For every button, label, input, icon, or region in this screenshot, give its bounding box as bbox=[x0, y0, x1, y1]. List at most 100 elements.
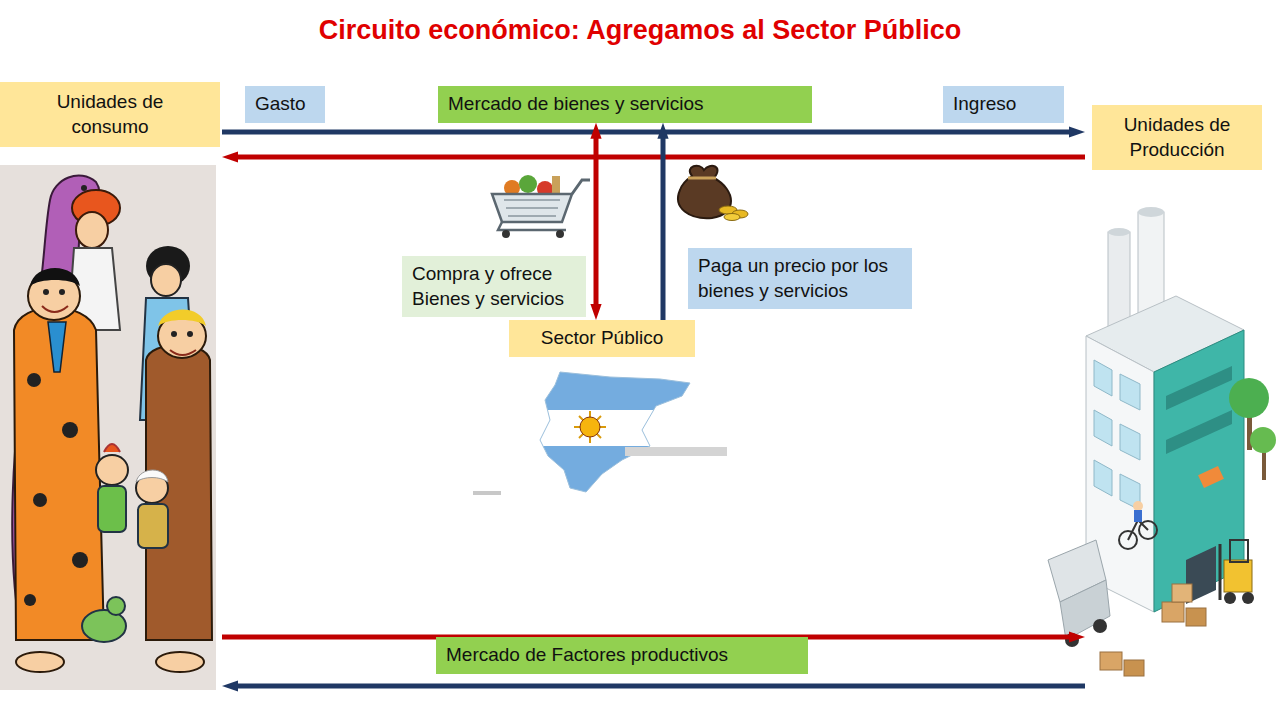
factory-illustration bbox=[1230, 540, 1248, 562]
family-illustration bbox=[72, 552, 88, 568]
factory-illustration bbox=[1262, 450, 1266, 480]
family-illustration bbox=[171, 331, 177, 337]
title-bar: Circuito económico: Agregamos al Sector … bbox=[0, 14, 1280, 48]
family-illustration bbox=[96, 455, 128, 485]
family-illustration bbox=[98, 486, 126, 532]
factory-illustration bbox=[1250, 427, 1276, 453]
factory-illustration bbox=[1166, 366, 1232, 454]
factory-illustration bbox=[1094, 410, 1112, 446]
family-illustration bbox=[107, 597, 125, 615]
factory-illustration bbox=[1219, 544, 1222, 600]
cart-icon bbox=[492, 194, 572, 222]
flow-arrow bbox=[232, 155, 1085, 160]
box-text: Ingreso bbox=[953, 92, 1054, 117]
factory-illustration bbox=[1162, 602, 1184, 622]
argentina-map bbox=[473, 360, 727, 496]
family-illustration bbox=[27, 373, 41, 387]
note-box: Paga un precio por los bienes y servicio… bbox=[688, 248, 912, 309]
cart-icon bbox=[519, 175, 537, 193]
family-illustration bbox=[151, 264, 181, 296]
cart-icon bbox=[552, 176, 560, 194]
factory-illustration bbox=[1108, 228, 1130, 236]
family-illustration bbox=[187, 331, 193, 337]
factory-illustration bbox=[1166, 410, 1232, 454]
flow-arrow bbox=[222, 130, 1075, 135]
argentina-map bbox=[473, 491, 501, 495]
factory-illustration bbox=[1094, 360, 1140, 510]
flow-label-box: Gasto bbox=[245, 86, 325, 123]
family-illustration bbox=[59, 289, 65, 295]
family-illustration bbox=[0, 165, 216, 690]
factory-illustration bbox=[1166, 366, 1232, 410]
box-text: Mercado de Factores productivos bbox=[446, 643, 798, 668]
argentina-map bbox=[579, 416, 601, 438]
box-text: Mercado de bienes y servicios bbox=[448, 92, 802, 117]
factory-illustration bbox=[1124, 660, 1144, 676]
factory-illustration bbox=[1128, 520, 1148, 540]
flow-label-box: Ingreso bbox=[943, 86, 1064, 123]
family-illustration bbox=[43, 289, 49, 295]
money-bag-icon bbox=[724, 214, 740, 221]
family-illustration bbox=[76, 212, 108, 248]
factory-illustration bbox=[1048, 207, 1276, 676]
flow-arrow bbox=[594, 133, 599, 310]
family-illustration bbox=[0, 165, 216, 690]
argentina-map bbox=[540, 372, 690, 492]
flow-arrow bbox=[661, 133, 666, 320]
factory-illustration bbox=[1133, 501, 1143, 511]
argentina-map bbox=[574, 411, 606, 443]
connector-group bbox=[222, 132, 1085, 686]
cart-icon bbox=[556, 230, 564, 238]
box-text: Unidades de consumo bbox=[0, 82, 220, 147]
box-text: Sector Público bbox=[519, 326, 685, 351]
factory-illustration bbox=[1120, 374, 1140, 410]
family-illustration bbox=[14, 308, 104, 641]
family-illustration bbox=[138, 504, 168, 548]
family-illustration bbox=[42, 306, 68, 312]
factory-illustration bbox=[1094, 460, 1112, 496]
box-text: Gasto bbox=[255, 92, 315, 117]
market-box: Mercado de Factores productivos bbox=[436, 637, 808, 674]
public-sector-box: Sector Público bbox=[509, 320, 695, 357]
consumer-units: Unidades de consumo bbox=[0, 82, 222, 690]
market-box: Mercado de bienes y servicios bbox=[438, 86, 812, 123]
argentina-map bbox=[580, 417, 600, 437]
family-illustration bbox=[24, 594, 36, 606]
money-bag-icon bbox=[678, 166, 748, 221]
cart-icon bbox=[498, 222, 566, 230]
family-illustration bbox=[158, 310, 206, 327]
family-illustration bbox=[170, 350, 196, 355]
note-box: Compra y ofrece Bienes y servicios bbox=[402, 256, 586, 317]
factory-illustration bbox=[1093, 619, 1107, 633]
box-text: Paga un precio por los bienes y servicio… bbox=[698, 254, 902, 303]
factory-illustration bbox=[1134, 510, 1142, 522]
factory-illustration bbox=[1229, 378, 1269, 418]
box-text: Compra y ofrece Bienes y servicios bbox=[412, 262, 576, 311]
money-bag-icon bbox=[688, 177, 716, 180]
flow-arrow bbox=[232, 684, 1085, 689]
factory-illustration bbox=[1094, 360, 1112, 396]
factory-illustration bbox=[1224, 560, 1252, 592]
cart-icon bbox=[502, 230, 510, 238]
factory-illustration bbox=[1172, 584, 1192, 602]
family-illustration bbox=[16, 652, 64, 672]
family-illustration bbox=[81, 185, 87, 191]
factory-illustration bbox=[1138, 207, 1164, 217]
factory-illustration bbox=[1186, 608, 1206, 626]
factory-illustration bbox=[1198, 466, 1224, 488]
factory-illustration bbox=[1060, 580, 1110, 640]
argentina-map bbox=[625, 447, 727, 456]
cart-icon bbox=[572, 180, 590, 194]
cart-icon bbox=[504, 200, 560, 216]
factory-illustration bbox=[1242, 592, 1254, 604]
family-illustration bbox=[156, 652, 204, 672]
family-illustration bbox=[104, 444, 120, 452]
box-text: Unidades de Producción bbox=[1092, 105, 1262, 170]
family-illustration bbox=[30, 268, 80, 286]
factory-illustration bbox=[1224, 592, 1236, 604]
cart-icon bbox=[492, 175, 590, 238]
argentina-map bbox=[530, 360, 700, 496]
factory-illustration bbox=[1120, 424, 1140, 460]
argentina-map bbox=[579, 416, 601, 438]
